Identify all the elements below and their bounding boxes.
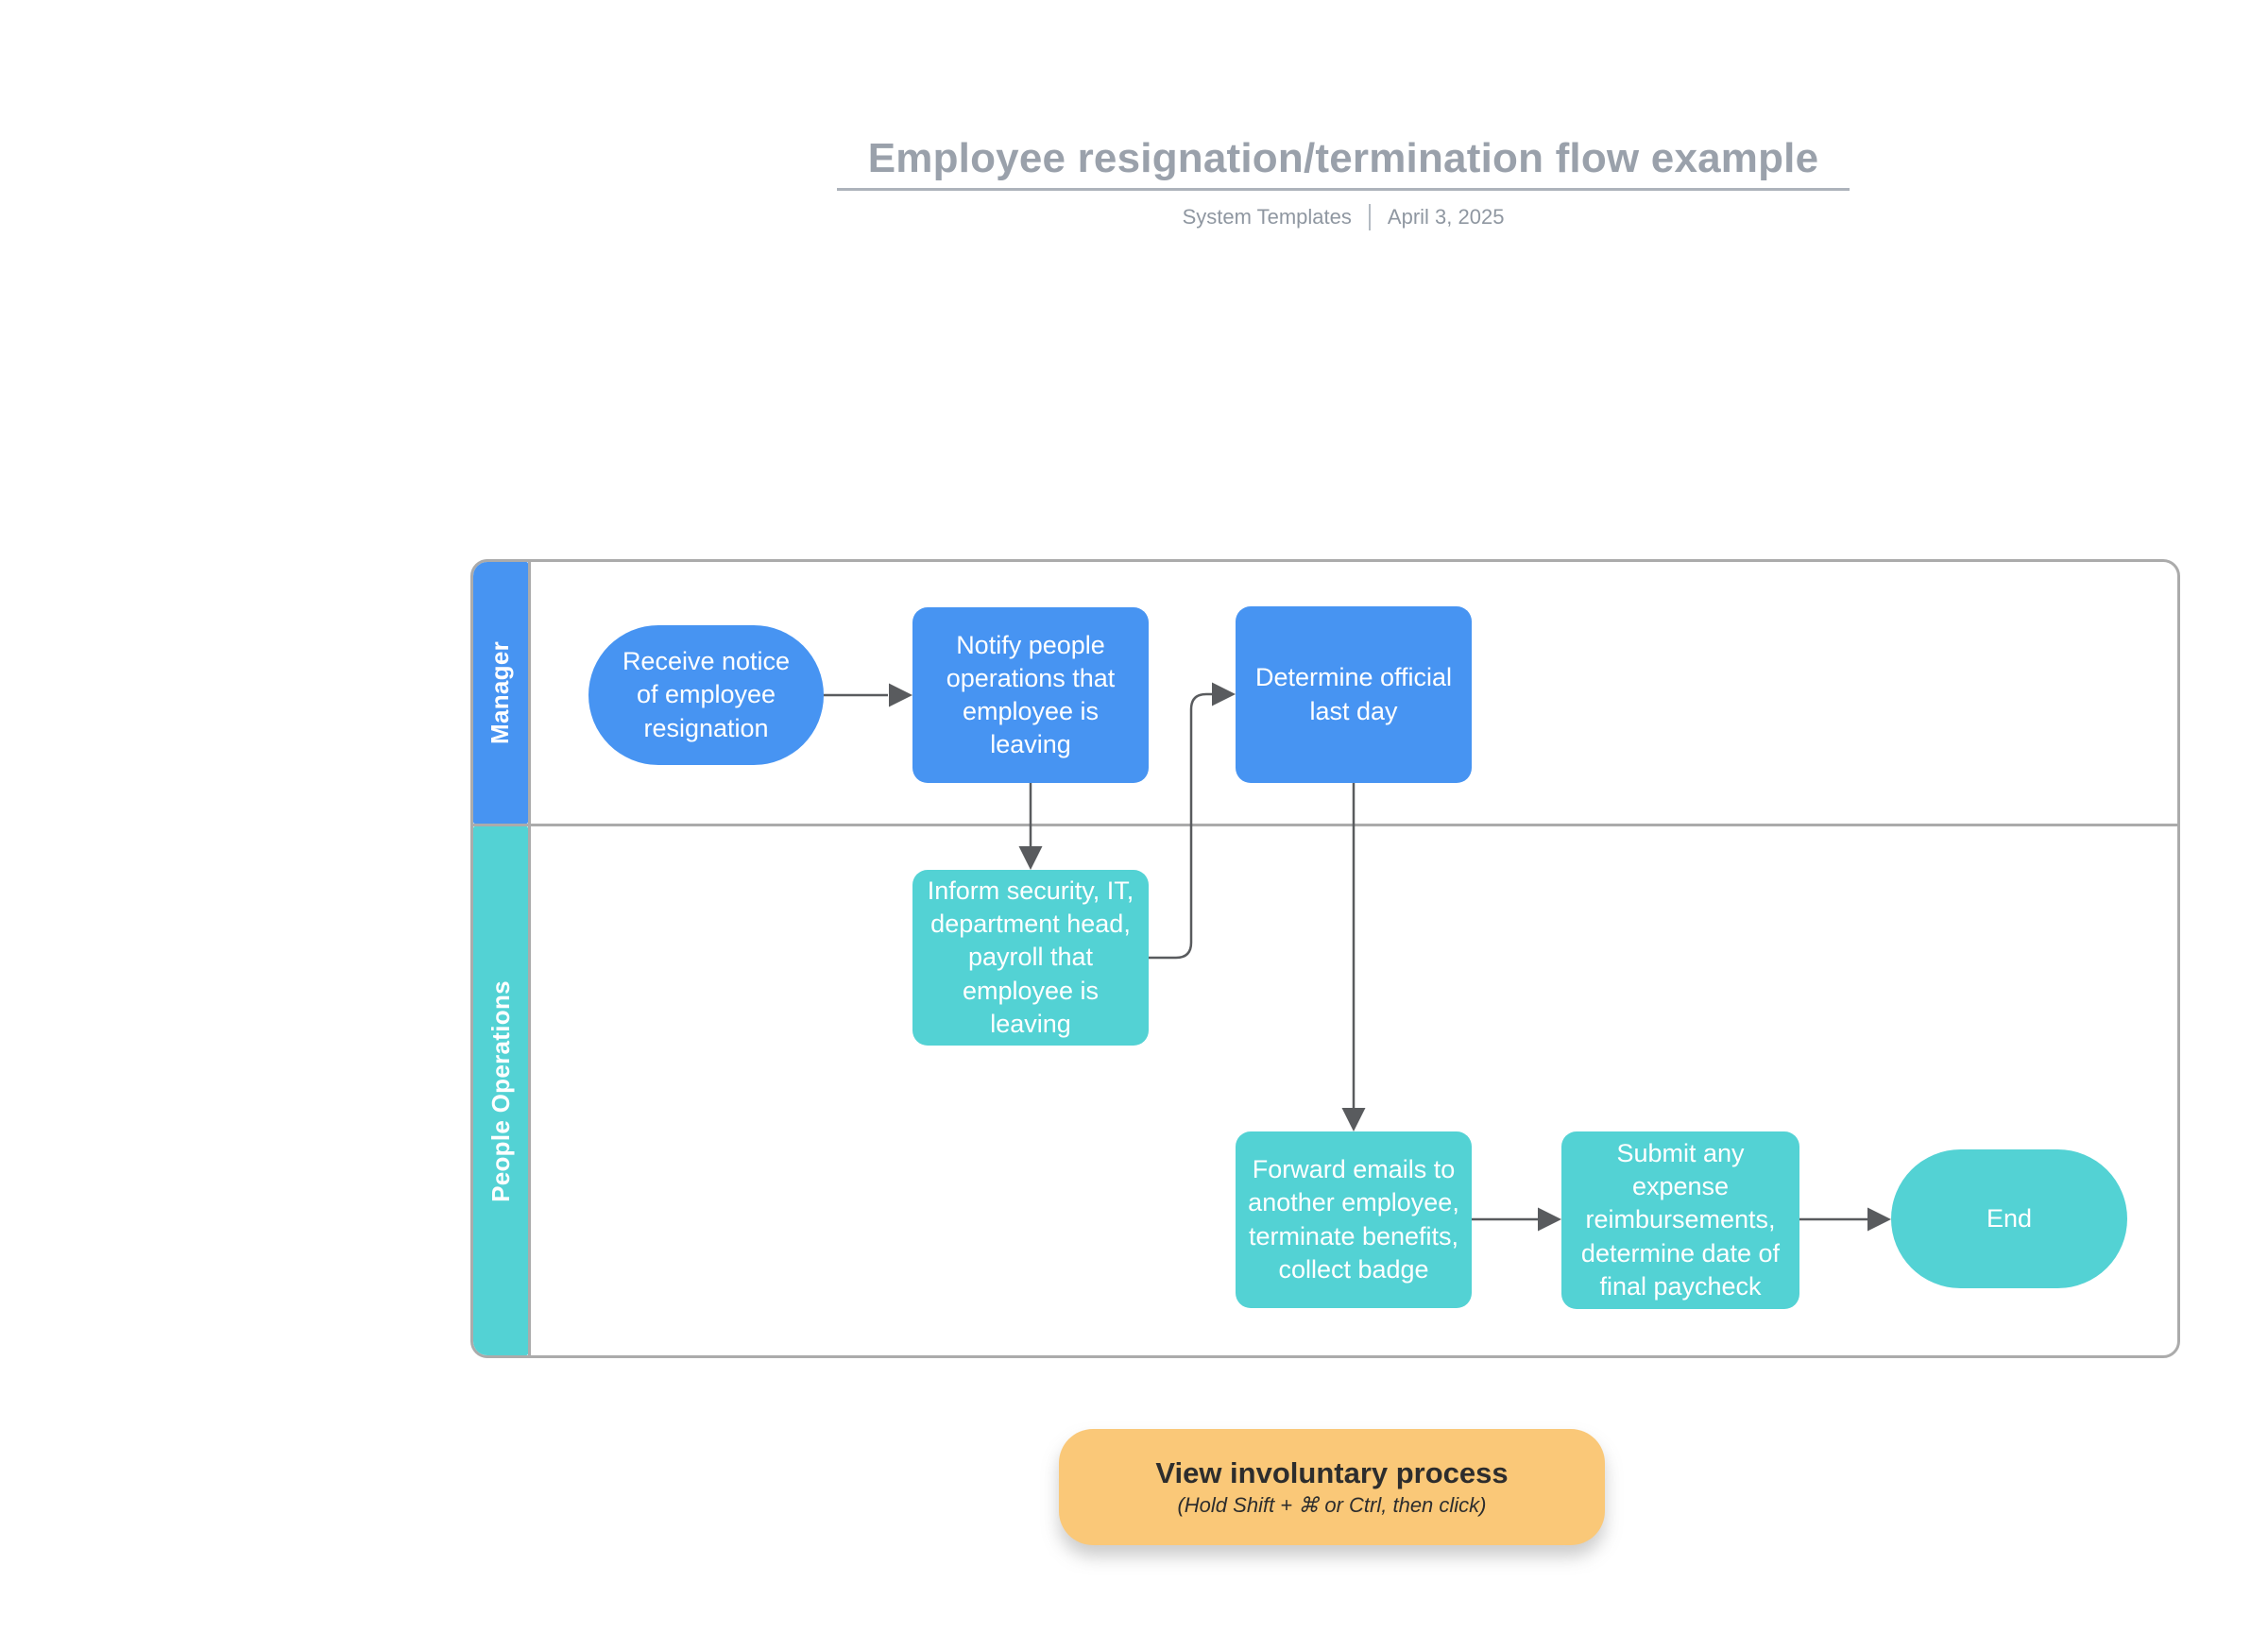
node-label: Notify people operations that employee i… xyxy=(946,630,1116,759)
lane-divider xyxy=(473,824,2177,826)
node-notify-people-ops[interactable]: Notify people operations that employee i… xyxy=(912,607,1149,783)
document-date: April 3, 2025 xyxy=(1387,205,1505,229)
lane-label-people-operations: People Operations xyxy=(486,979,515,1202)
meta-divider xyxy=(1368,204,1371,230)
node-receive-notice[interactable]: Receive notice of employee resignation xyxy=(588,625,824,765)
view-involuntary-process-button[interactable]: View involuntary process (Hold Shift + ⌘… xyxy=(1059,1429,1605,1545)
lane-header-separator xyxy=(528,562,531,1355)
node-inform-security[interactable]: Inform security, IT, department head, pa… xyxy=(912,870,1149,1046)
lane-label-manager: Manager xyxy=(486,640,515,745)
lane-header-manager[interactable]: Manager xyxy=(473,562,528,824)
document-header: Employee resignation/termination flow ex… xyxy=(837,132,1850,230)
button-label: View involuntary process xyxy=(1155,1456,1509,1489)
node-label: Submit any expense reimbursements, deter… xyxy=(1580,1139,1781,1301)
node-end[interactable]: End xyxy=(1891,1149,2127,1288)
node-label: End xyxy=(1986,1203,2033,1233)
lane-header-people-operations[interactable]: People Operations xyxy=(473,826,528,1355)
node-forward-emails[interactable]: Forward emails to another employee, term… xyxy=(1236,1131,1472,1308)
node-label: Inform security, IT, department head, pa… xyxy=(927,876,1134,1038)
node-label: Forward emails to another employee, term… xyxy=(1248,1155,1459,1284)
node-label: Determine official last day xyxy=(1254,663,1453,725)
page-title: Employee resignation/termination flow ex… xyxy=(837,132,1850,191)
button-hint: (Hold Shift + ⌘ or Ctrl, then click) xyxy=(1177,1493,1487,1517)
node-label: Receive notice of employee resignation xyxy=(622,647,791,742)
node-submit-expenses[interactable]: Submit any expense reimbursements, deter… xyxy=(1561,1131,1799,1309)
node-determine-last-day[interactable]: Determine official last day xyxy=(1236,606,1472,783)
document-meta: System Templates April 3, 2025 xyxy=(837,204,1850,230)
document-author: System Templates xyxy=(1182,205,1352,229)
